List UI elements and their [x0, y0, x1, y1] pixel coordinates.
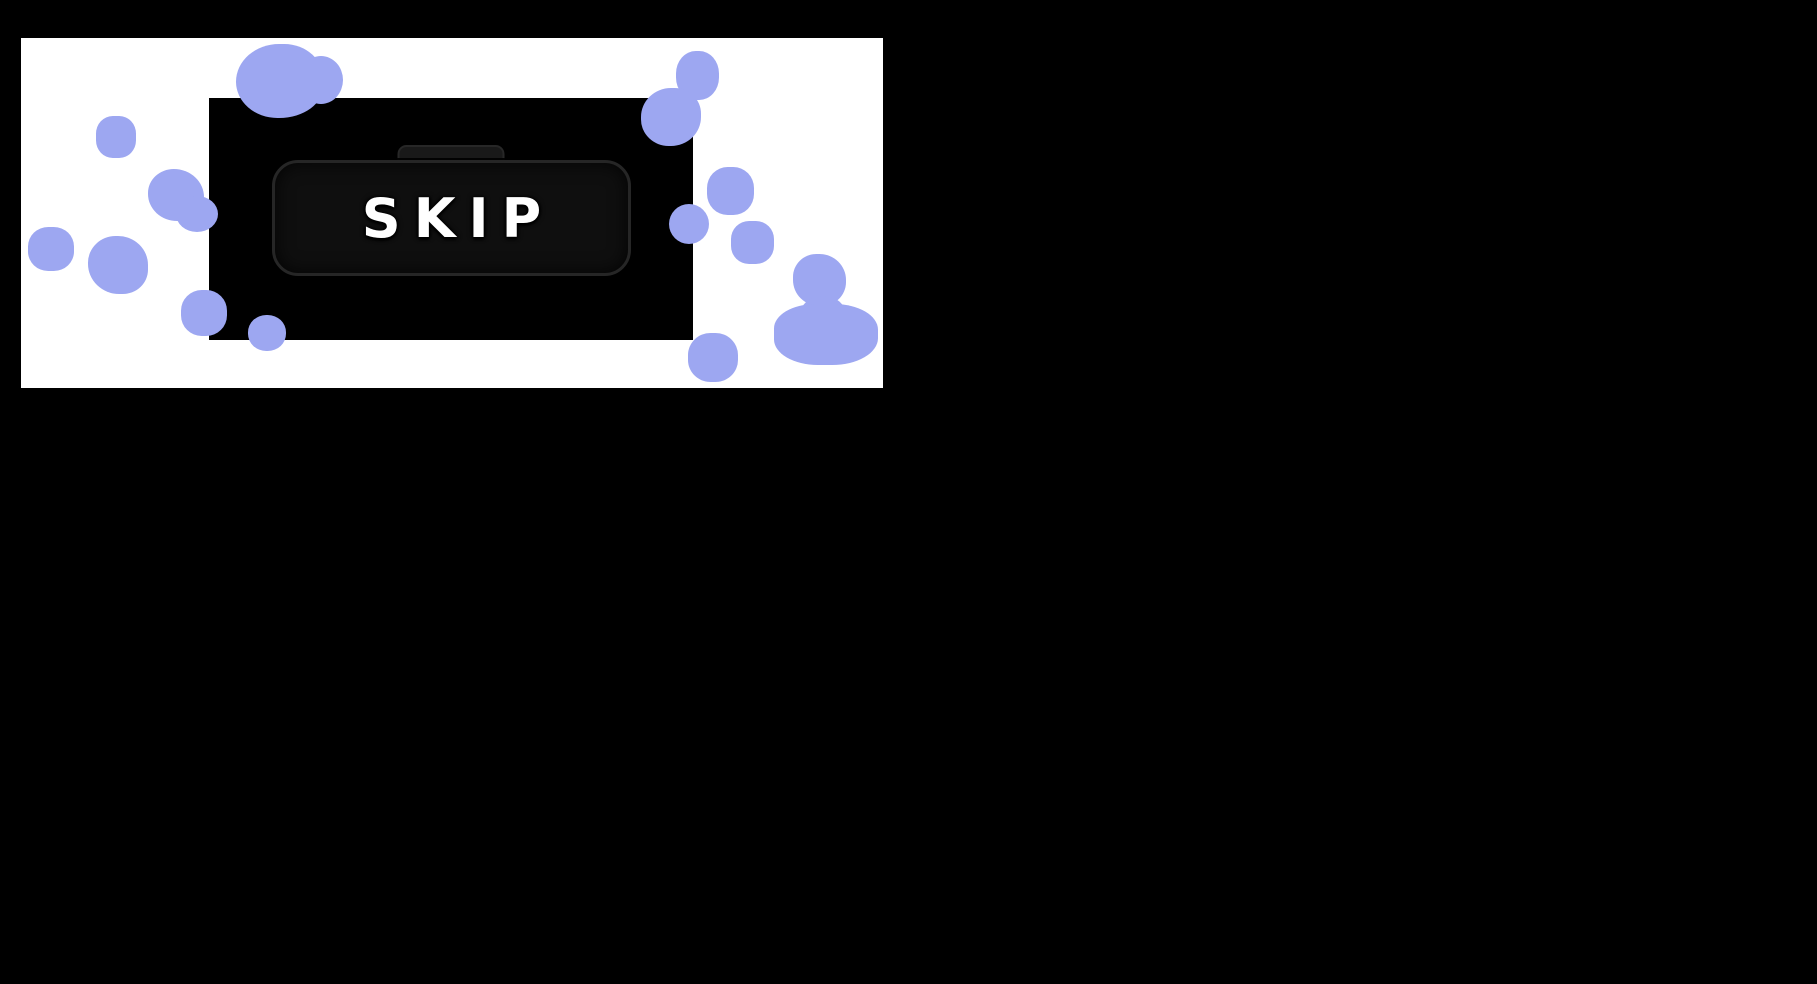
- paint-splat: [299, 56, 343, 104]
- game-viewport: SKIP: [21, 38, 883, 388]
- paint-splat: [148, 169, 204, 221]
- paint-splat: [88, 236, 148, 294]
- paint-splat: [676, 51, 719, 100]
- paint-splat: [28, 227, 74, 271]
- skip-button[interactable]: SKIP: [272, 160, 631, 276]
- paint-splat: [707, 167, 754, 215]
- paint-splat: [688, 333, 738, 382]
- paint-splat: [774, 304, 878, 365]
- paint-splat: [800, 296, 846, 336]
- paint-splat: [731, 221, 774, 264]
- paint-splat: [96, 116, 136, 158]
- cutscene-stage: SKIP: [209, 98, 693, 340]
- paint-splat: [793, 254, 846, 306]
